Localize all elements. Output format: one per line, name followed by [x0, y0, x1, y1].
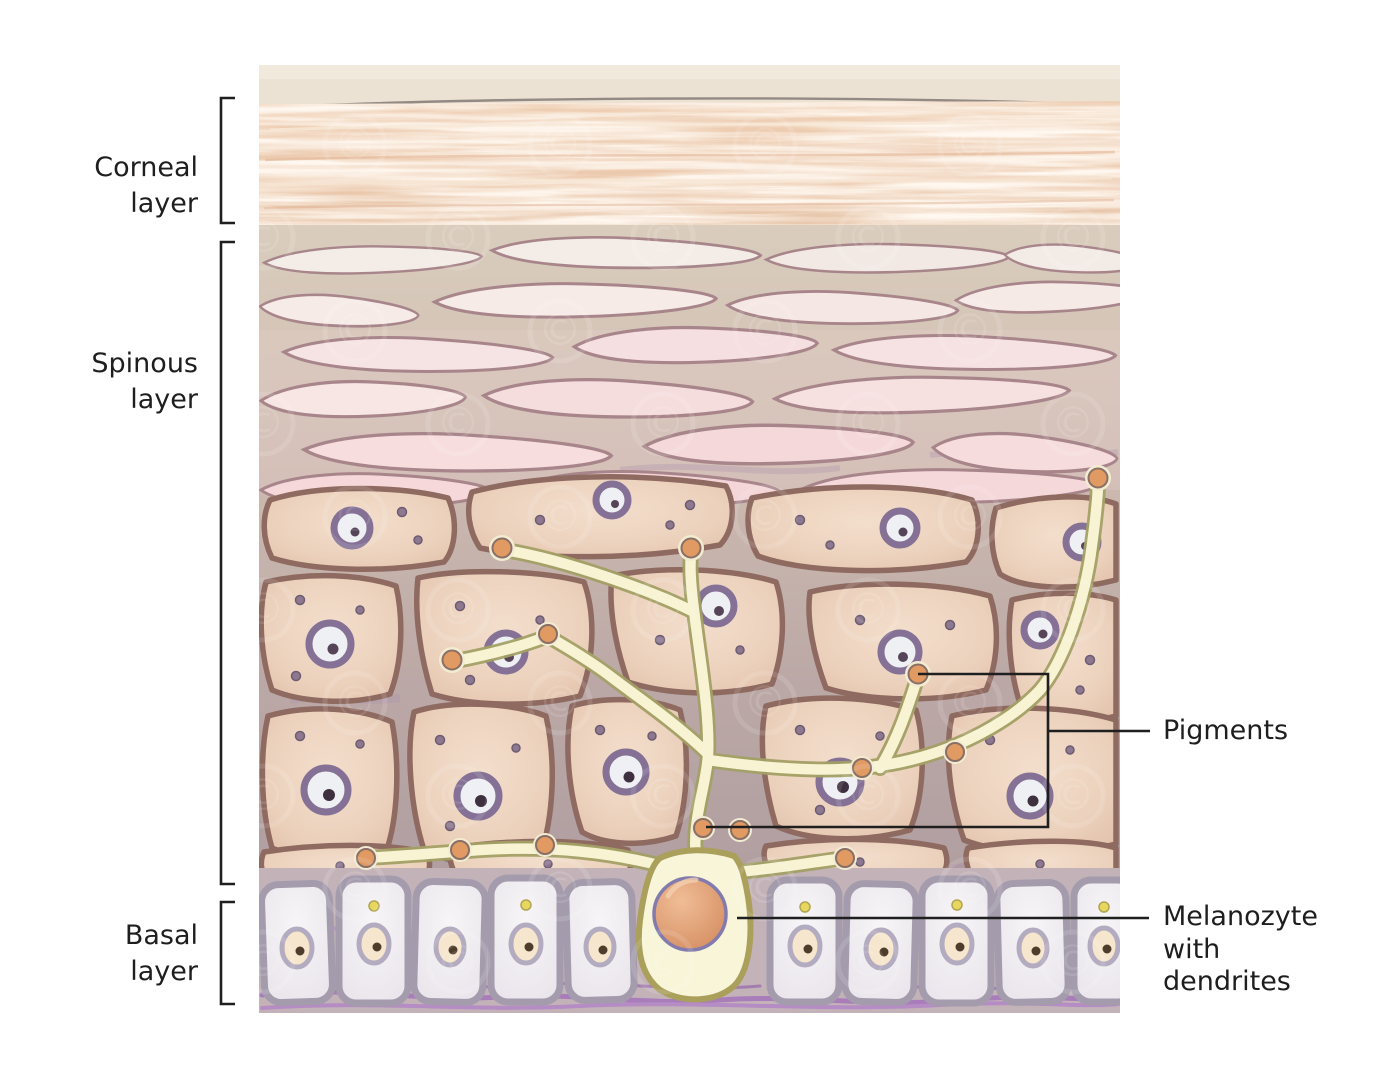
- label-line: with: [1163, 933, 1221, 965]
- label-line: dendrites: [1163, 966, 1291, 997]
- melanocyte-dendrites: [358, 474, 1106, 880]
- label-line: layer: [130, 188, 198, 219]
- annotation-lines: [219, 96, 1150, 1006]
- pigments-bracket: [706, 672, 1050, 829]
- label-line: layer: [130, 956, 198, 987]
- basal-layer-bracket: [219, 900, 235, 1006]
- label-spinous-layer: Spinous layer: [91, 346, 198, 418]
- label-basal-layer: Basal layer: [125, 918, 198, 990]
- label-line: Pigments: [1163, 715, 1289, 746]
- label-melanozyte-with-dendrites: Melanozyte with dendrites: [1163, 901, 1318, 999]
- skin-cross-section: [259, 65, 1120, 1013]
- label-line: Basal: [124, 920, 198, 951]
- label-line: layer: [130, 384, 198, 415]
- corneal-layer-bracket: [219, 96, 235, 225]
- spinous-layer-bracket: [219, 240, 235, 886]
- label-line: Spinous: [91, 348, 198, 379]
- label-line: Corneal: [94, 152, 198, 183]
- label-corneal-layer: Corneal layer: [94, 150, 198, 222]
- label-line: Melanozyte: [1163, 901, 1318, 932]
- label-pigments: Pigments: [1163, 714, 1288, 748]
